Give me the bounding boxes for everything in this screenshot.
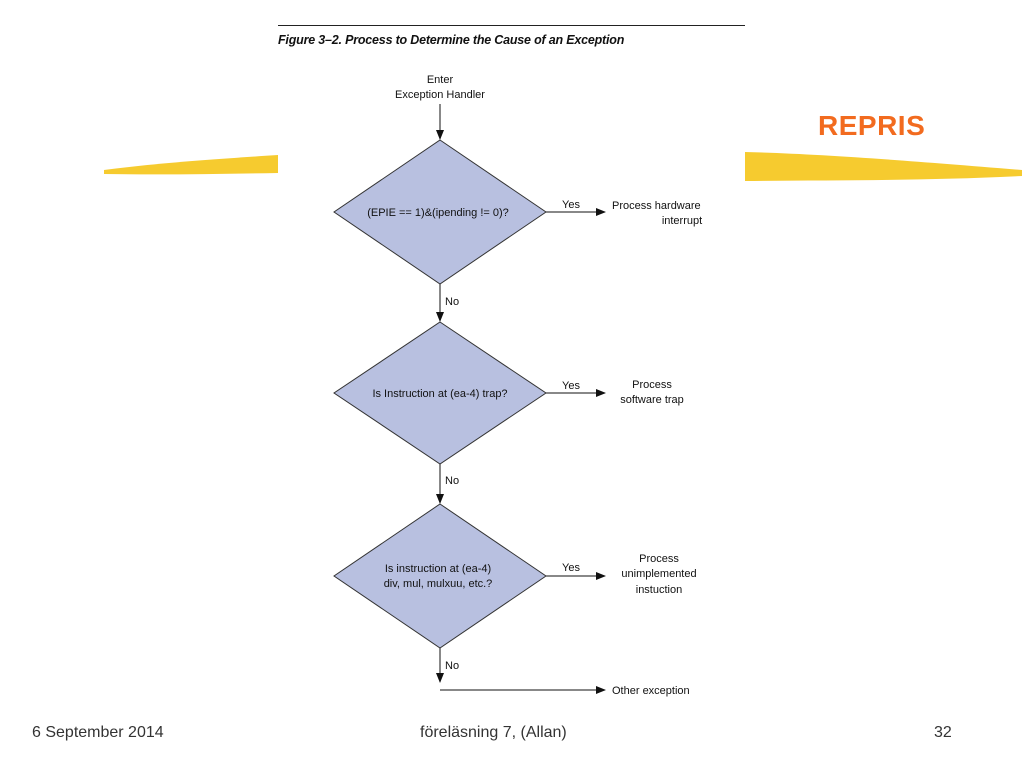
- yes-label-2: Yes: [562, 380, 580, 392]
- repris-tag: REPRIS: [818, 110, 926, 141]
- final-result: Other exception: [612, 685, 690, 697]
- title-rule: [278, 25, 745, 26]
- result-1-line-1: Process hardware: [612, 200, 701, 212]
- result-3-line-3: instuction: [636, 584, 682, 596]
- decision-2-condition: Is Instruction at (ea-4) trap?: [372, 388, 507, 400]
- decision-3-condition-line-2: div, mul, mulxuu, etc.?: [384, 578, 493, 590]
- brush-stroke-right: [745, 152, 1022, 181]
- no-label-2: No: [445, 475, 459, 487]
- footer-date: 6 September 2014: [32, 724, 164, 741]
- start-line-1: Enter: [427, 74, 454, 86]
- yes-label-3: Yes: [562, 562, 580, 574]
- yes-label-1: Yes: [562, 199, 580, 211]
- footer-lecture: föreläsning 7, (Allan): [420, 724, 567, 741]
- result-1-line-2: interrupt: [662, 215, 702, 227]
- decision-diamond-3: [333, 503, 547, 649]
- result-3-line-2: unimplemented: [621, 568, 696, 580]
- footer-page-number: 32: [934, 724, 952, 741]
- result-2-line-1: Process: [632, 379, 672, 391]
- result-3-line-1: Process: [639, 553, 679, 565]
- decision-1-condition: (EPIE == 1)&(ipending != 0)?: [367, 207, 509, 219]
- figure-title: Figure 3–2. Process to Determine the Cau…: [278, 33, 625, 47]
- decision-3-condition-line-1: Is instruction at (ea-4): [385, 563, 491, 575]
- start-line-2: Exception Handler: [395, 89, 485, 101]
- no-label-3: No: [445, 660, 459, 672]
- result-2-line-2: software trap: [620, 394, 684, 406]
- no-label-1: No: [445, 296, 459, 308]
- brush-stroke-left: [104, 155, 278, 175]
